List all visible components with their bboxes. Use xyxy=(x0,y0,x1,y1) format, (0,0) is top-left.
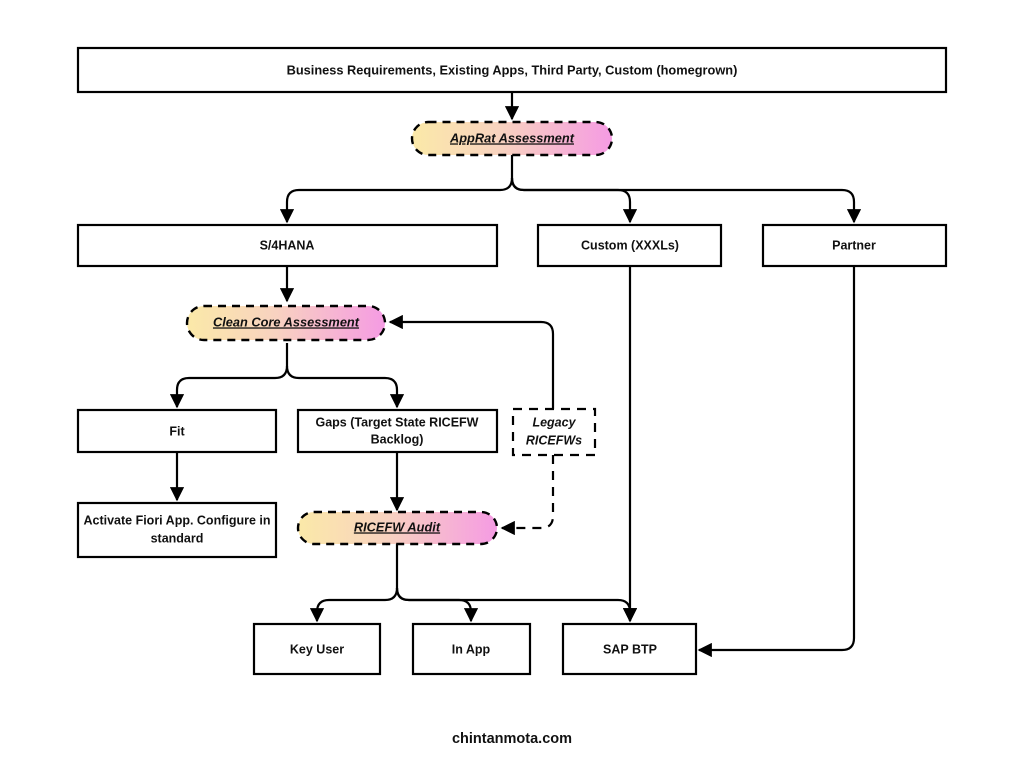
node-clean-core-assessment[interactable]: Clean Core Assessment xyxy=(185,304,387,342)
node-legacy-ricefws-label-line1: Legacy xyxy=(532,415,576,429)
node-apprat-assessment[interactable]: AppRat Assessment xyxy=(410,120,614,157)
node-fit-rect xyxy=(76,408,278,454)
node-apprat-assessment-label: AppRat Assessment xyxy=(449,130,575,145)
node-partner-label: Partner xyxy=(832,238,876,252)
node-legacy-ricefws-rect xyxy=(511,407,597,457)
edge-cleancore-to-gaps xyxy=(285,365,405,409)
node-ricefw-audit[interactable]: RICEFW Audit xyxy=(296,510,499,546)
node-ricefw-audit-pill xyxy=(296,510,499,546)
node-s4hana[interactable]: S/4HANA xyxy=(76,223,499,268)
edge-legacy-to-ricefw-audit xyxy=(500,455,555,536)
node-legacy-ricefws[interactable]: Legacy RICEFWs xyxy=(511,407,597,457)
node-business-requirements[interactable]: Business Requirements, Existing Apps, Th… xyxy=(76,46,948,94)
node-custom-xxxls-rect xyxy=(536,223,723,268)
node-legacy-ricefws-label-line2: RICEFWs xyxy=(526,433,582,447)
node-activate-fiori-app-label-line2: standard xyxy=(151,531,204,545)
edge-ricefw-audit-to-sapbtp xyxy=(395,587,638,623)
edge-legacy-to-cleancore xyxy=(388,314,555,409)
node-apprat-assessment-pill xyxy=(410,120,614,157)
edge-ricefw-audit-to-in-app xyxy=(395,587,479,623)
node-key-user[interactable]: Key User xyxy=(252,622,382,676)
node-clean-core-assessment-pill xyxy=(185,304,387,342)
edge-partner-to-sapbtp xyxy=(697,266,856,658)
node-key-user-label: Key User xyxy=(290,642,344,656)
node-sap-btp-label: SAP BTP xyxy=(603,642,657,656)
node-gaps-backlog-rect xyxy=(296,408,499,454)
node-activate-fiori-app-label-line1: Activate Fiori App. Configure in xyxy=(83,513,270,527)
edge-apprat-to-partner xyxy=(510,177,862,224)
node-business-requirements-rect xyxy=(76,46,948,94)
node-key-user-rect xyxy=(252,622,382,676)
node-fit[interactable]: Fit xyxy=(76,408,278,454)
edge-apprat-to-s4hana xyxy=(279,177,514,224)
node-s4hana-rect xyxy=(76,223,499,268)
footer-watermark: chintanmota.com xyxy=(452,731,572,747)
node-in-app[interactable]: In App xyxy=(411,622,532,676)
node-gaps-backlog-label-line1: Gaps (Target State RICEFW xyxy=(316,415,479,429)
node-custom-xxxls[interactable]: Custom (XXXLs) xyxy=(536,223,723,268)
node-in-app-label: In App xyxy=(452,642,491,656)
node-partner-rect xyxy=(761,223,948,268)
node-gaps-backlog[interactable]: Gaps (Target State RICEFW Backlog) xyxy=(296,408,499,454)
node-sap-btp-rect xyxy=(561,622,698,676)
edge-cleancore-to-fit xyxy=(169,365,289,409)
edge-apprat-to-custom xyxy=(510,177,638,224)
node-sap-btp[interactable]: SAP BTP xyxy=(561,622,698,676)
edge-ricefw-audit-to-key-user xyxy=(309,587,399,623)
node-ricefw-audit-label: RICEFW Audit xyxy=(354,519,441,534)
node-s4hana-label: S/4HANA xyxy=(260,238,315,252)
node-activate-fiori-app-rect xyxy=(76,501,278,559)
node-fit-label: Fit xyxy=(169,424,185,438)
node-gaps-backlog-label-line2: Backlog) xyxy=(371,432,424,446)
node-partner[interactable]: Partner xyxy=(761,223,948,268)
node-custom-xxxls-label: Custom (XXXLs) xyxy=(581,238,679,252)
node-clean-core-assessment-label: Clean Core Assessment xyxy=(213,314,360,329)
node-business-requirements-label: Business Requirements, Existing Apps, Th… xyxy=(287,62,738,77)
node-in-app-rect xyxy=(411,622,532,676)
node-activate-fiori-app[interactable]: Activate Fiori App. Configure in standar… xyxy=(76,501,278,559)
